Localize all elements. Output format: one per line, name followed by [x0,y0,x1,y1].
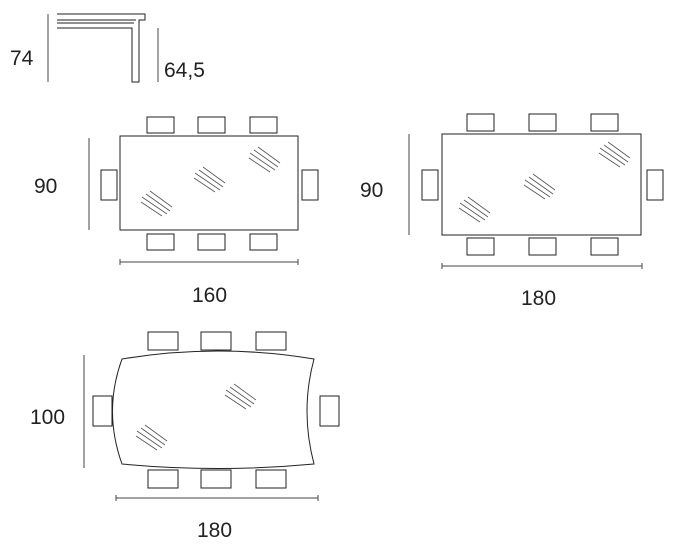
chair-bottom-2 [200,469,232,489]
chair-top-3 [249,116,278,134]
chair-right [301,169,319,201]
depth-label: 90 [360,179,383,202]
chair-right [319,395,340,427]
glass-reflection [140,146,281,217]
glass-reflection [135,383,257,451]
chair-bottom-1 [146,233,175,251]
chair-bottom-1 [466,237,495,256]
chair-bottom-3 [249,233,278,251]
width-label: 180 [521,287,556,310]
side-profile: 74 64,5 [10,13,205,83]
height-label: 74 [10,47,34,70]
chair-top-2 [528,113,557,132]
chair-top-3 [255,331,287,351]
depth-label: 100 [30,406,65,429]
inner-height-label: 64,5 [164,59,205,82]
chair-top-3 [590,113,619,132]
chair-left [421,169,439,201]
table-profile-outline [57,13,146,83]
chair-left [92,395,113,427]
chair-bottom-2 [197,233,226,251]
width-label: 180 [197,519,232,542]
width-label: 160 [192,284,227,307]
chair-right [646,169,664,201]
chair-left [100,169,118,201]
table-180x90: 90 180 [360,113,664,310]
chair-top-1 [147,331,179,351]
chair-top-2 [200,331,232,351]
chair-bottom-3 [255,469,287,489]
chair-top-2 [197,116,226,134]
glass-reflection [458,141,631,223]
table-180x100: 100 180 [30,331,340,542]
chair-bottom-2 [528,237,557,256]
depth-label: 90 [34,175,57,198]
table-160x90: 90 160 [34,116,319,307]
chair-bottom-1 [147,469,179,489]
chair-bottom-3 [590,237,619,256]
chair-top-1 [466,113,495,132]
table-top [441,133,642,236]
chair-top-1 [146,116,175,134]
table-top [112,350,315,469]
